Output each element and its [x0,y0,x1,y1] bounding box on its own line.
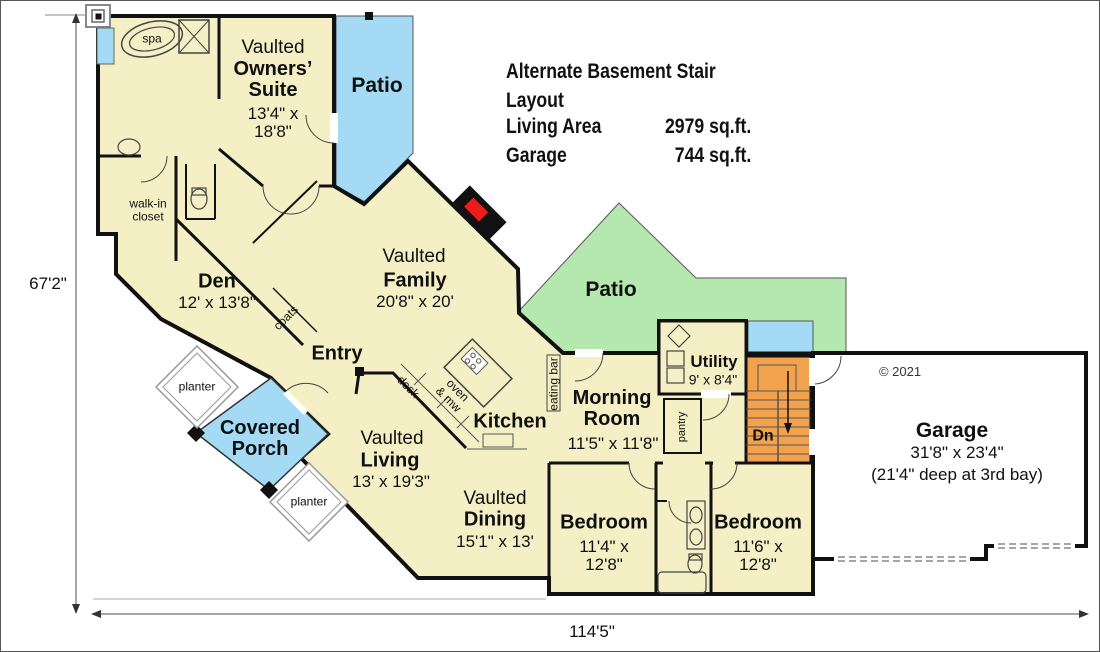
morning-room-dims: 11'5" x 11'8" [567,433,659,453]
dining-dims: 15'1" x 13' [456,531,534,551]
utility-dims: 9' x 8'4" [688,371,738,388]
owners-suite-prefix: Vaulted [241,36,305,58]
bedroom-right-name: Bedroom [714,511,802,534]
family-name: Family [383,269,447,292]
living-area-row: Living Area 2979 sq.ft. [506,115,751,144]
living-dims: 13' x 19'3" [352,471,430,491]
garage-area-value: 744 sq.ft. [674,144,752,167]
entry-door-gap [282,389,309,416]
width-dimension-label: 114'5" [569,621,615,641]
upper-patio-label: Patio [351,73,403,97]
bedroom-left-dims: 11'4" x 12'8" [579,536,629,574]
fireplace [452,185,507,240]
covered-porch-label: Covered Porch [219,416,301,460]
garage-note: (21'4" deep at 3rd bay) [871,464,1043,484]
title-line: Alternate Basement Stair Layout [506,60,716,112]
door-gaps [330,113,817,398]
laundry-fixtures [666,324,691,384]
pantry-label: pantry [676,411,689,443]
dimension-lines [45,13,1089,618]
planter-lower-label: planter [290,494,328,509]
spa-label: spa [142,31,162,46]
corner-marker [85,4,115,65]
garage-doors [834,540,1075,564]
dining-prefix: Vaulted [463,487,527,509]
door-arcs [140,114,842,524]
utility-name: Utility [690,351,738,371]
morning-room-name: Morning Room [572,386,652,430]
kitchen-island [442,337,514,409]
eating-bar-counter [546,354,561,412]
living-prefix: Vaulted [360,427,424,449]
bath-fixtures [117,19,707,594]
garage-area-row: Garage 744 sq.ft. [506,144,751,173]
rear-patio-label: Patio [585,277,637,301]
garage-dims: 31'8" x 23'4" [910,442,1004,462]
title-block: Alternate Basement Stair Layout Living A… [506,57,751,173]
pantry-shape [663,398,702,454]
family-prefix: Vaulted [382,245,446,267]
walk-in-closet-label: walk-in closet [129,196,167,223]
stairwell [744,354,817,465]
height-dimension-label: 67'2" [29,273,67,293]
kitchen-label: Kitchen [473,410,547,433]
family-dims: 20'8" x 20' [376,291,454,311]
bedroom-left-name: Bedroom [560,511,648,534]
owners-suite-dims: 13'4" x 18'8" [247,103,299,141]
dining-name: Dining [463,508,527,531]
garage-name: Garage [915,418,989,442]
patio-wall-tick [365,12,373,20]
den-name: Den [198,270,236,293]
owners-suite-name: Owners’ Suite [233,57,313,101]
copyright-label: © 2021 [878,364,922,380]
living-area-value: 2979 sq.ft. [664,115,752,138]
garage-shape [811,351,1088,561]
side-patio-shape [747,320,814,354]
living-name: Living [360,449,420,472]
porch-posts [187,424,278,499]
entry-label: Entry [311,342,363,365]
planter-lower-shape [268,461,350,543]
planter-upper-shape [154,344,240,430]
bedroom-right-dims: 11'6" x 12'8" [733,536,783,574]
stairs-dn-label: Dn [752,427,774,445]
interior-walls [98,16,813,594]
planter-upper-label: planter [178,379,216,394]
garage-area-label: Garage [506,144,567,167]
entry-hinge-post [355,367,364,376]
kitchen-counter [400,363,527,450]
living-area-label: Living Area [506,115,602,138]
den-dims: 12' x 13'8" [178,292,256,312]
